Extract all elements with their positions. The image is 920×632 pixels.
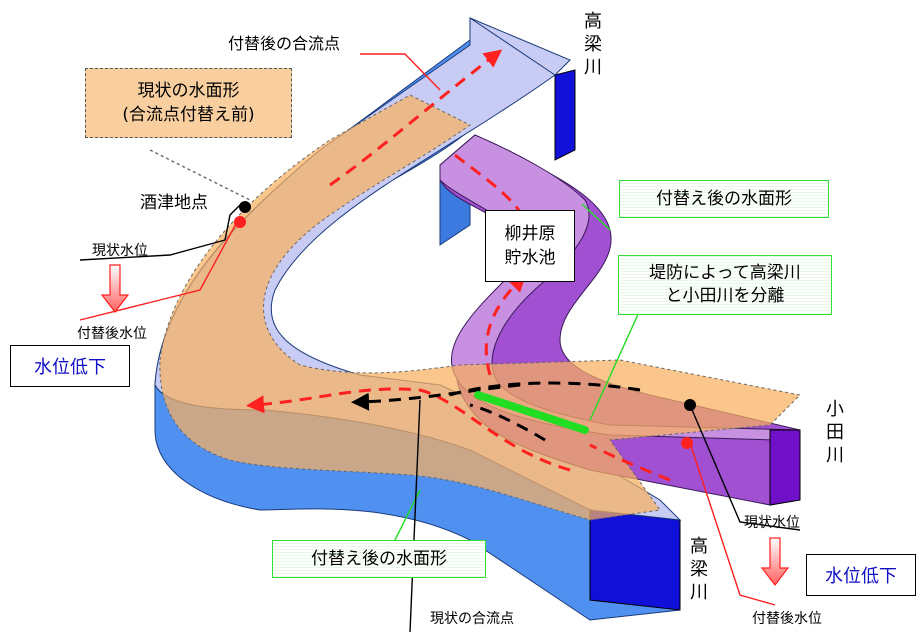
sakazu-label: 酒津地点 [140,193,208,213]
sakazu-point-current [239,201,251,213]
after-level-left-label: 付替後水位 [77,326,147,342]
flow-arrows-black [351,381,641,442]
drop-right-box: 水位低下 [806,554,916,596]
new-surface-lower-box: 付替え後の水面形 [272,540,486,578]
current-water-surface [159,94,802,521]
new-confluence-label: 付替後の合流点 [228,34,341,53]
takahashi-label-top: 高梁川 [584,11,602,78]
oda-label: 小田川 [826,399,844,466]
levee-green [474,391,589,434]
leader-lines [79,53,801,632]
oda-point-current [684,399,696,411]
river-direction-arrowhead [469,17,571,76]
oda-point-after [681,437,693,449]
flow-arrows-red [246,49,671,482]
after-level-right-label: 付替後水位 [752,611,822,627]
current-level-right-label: 現状水位 [744,515,800,531]
current-surface-box: 現状の水面形 (合流点付替え前) [85,68,292,138]
takahashi-label-bottom: 高梁川 [690,536,708,603]
sakazu-point-after [234,216,246,228]
level-drop-arrows [100,264,790,586]
drop-left-box: 水位低下 [10,345,130,387]
current-confluence-label: 現状の合流点 [430,611,514,627]
reservoir-box: 柳井原 貯水池 [485,210,575,282]
new-surface-upper-box: 付替え後の水面形 [619,180,829,218]
levee-note-box: 堤防によって高梁川 と小田川を分離 [618,255,832,315]
current-level-left-label: 現状水位 [92,243,148,259]
